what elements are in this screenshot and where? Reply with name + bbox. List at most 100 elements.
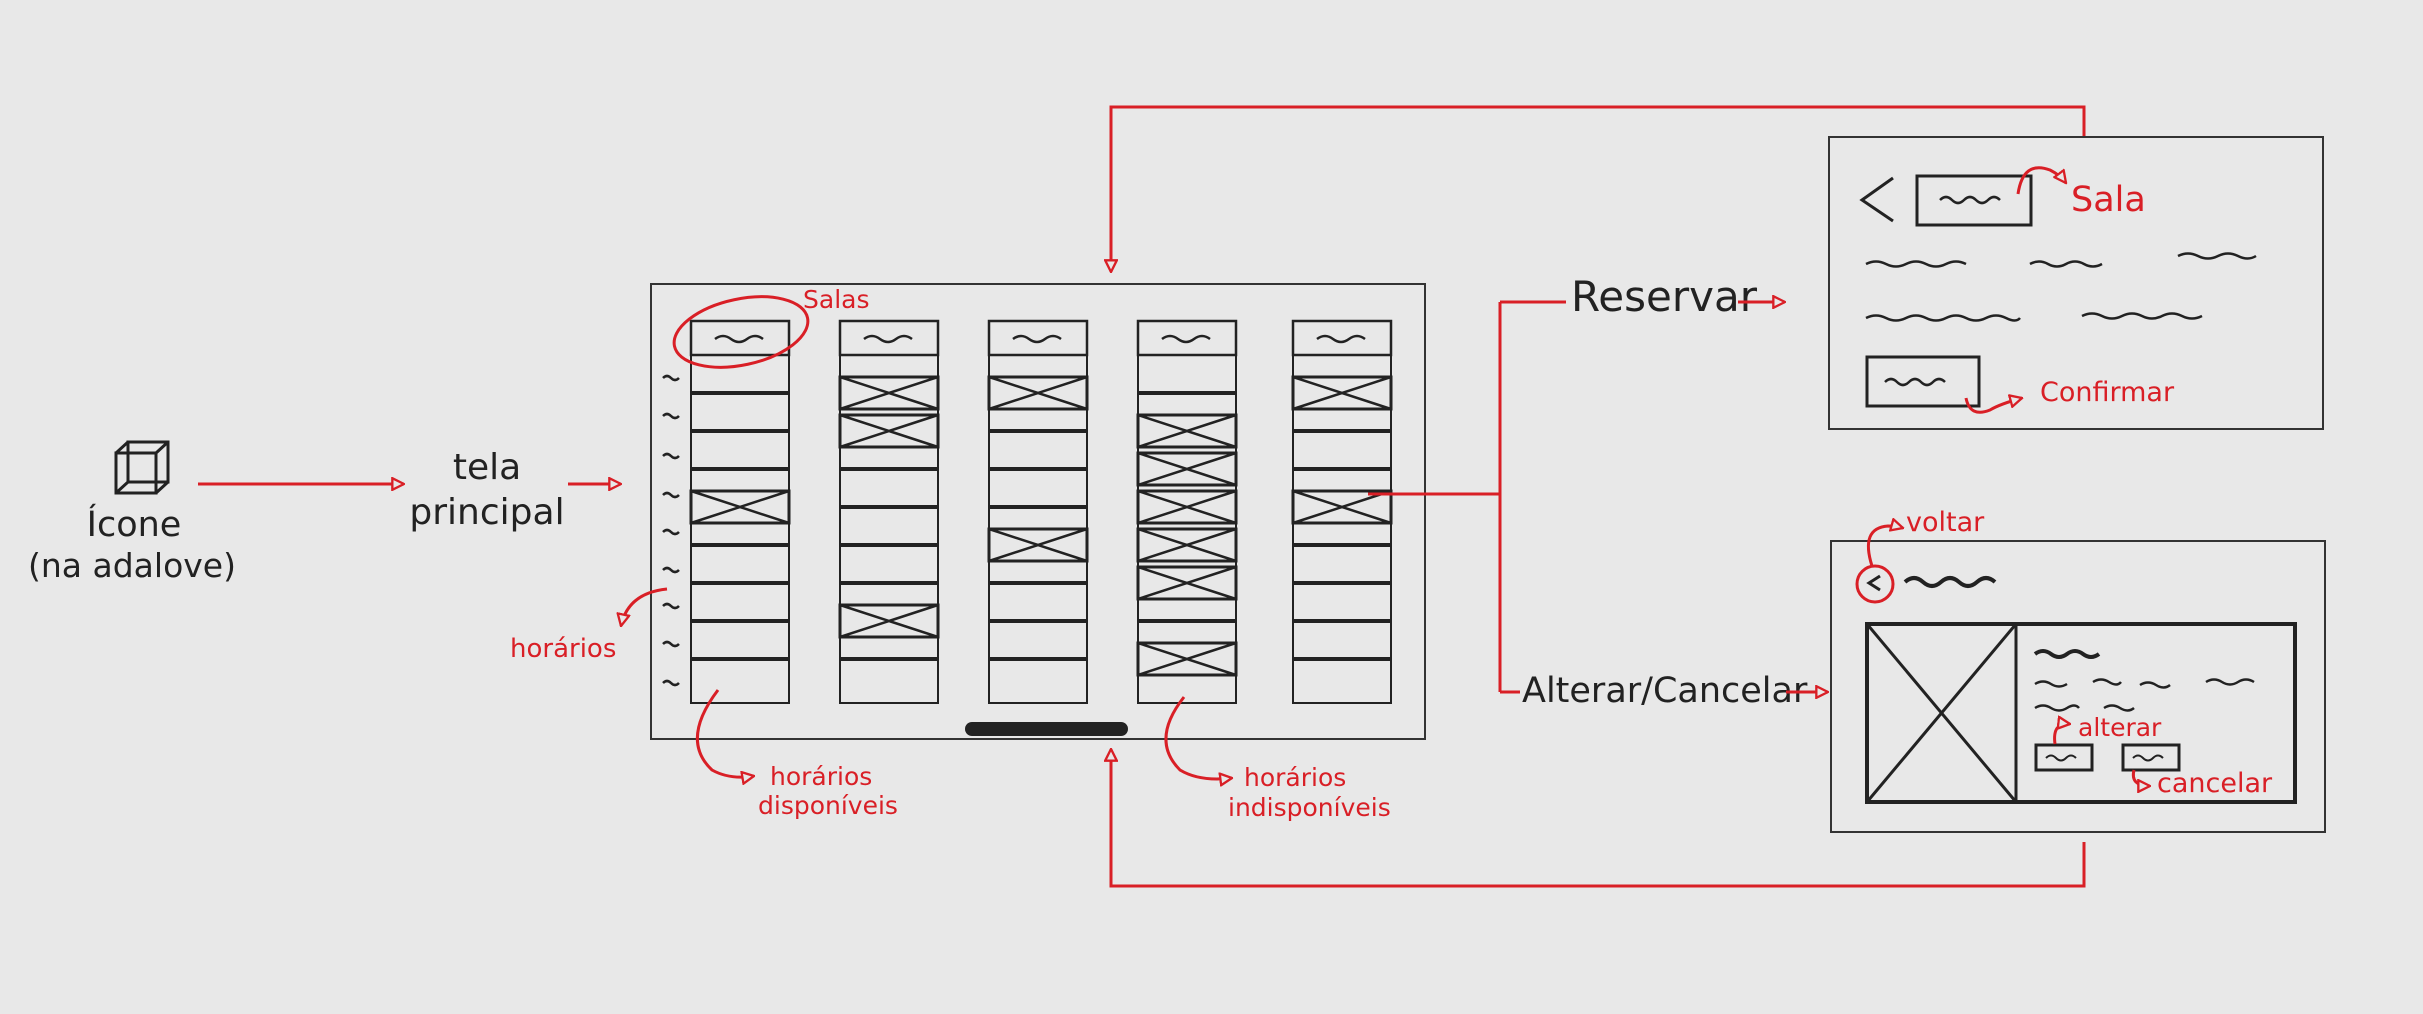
unavailable-slot-cross bbox=[988, 527, 1088, 563]
room-name-scribble bbox=[1161, 334, 1211, 344]
unavailable-slot bbox=[689, 489, 791, 525]
cancel-button[interactable] bbox=[2121, 743, 2181, 772]
hour-marker bbox=[662, 602, 680, 610]
reserve-detail-lines bbox=[1865, 252, 2257, 322]
unavailable-slot bbox=[1136, 451, 1238, 487]
main-screen-label-line1: tela bbox=[453, 447, 521, 488]
manage-title-scribble bbox=[1903, 576, 1997, 588]
unavailable-slot-cross bbox=[839, 603, 939, 639]
unavailable-slot bbox=[838, 375, 940, 411]
room-header[interactable] bbox=[838, 319, 940, 357]
hour-marker bbox=[662, 566, 680, 574]
unavailable-slot bbox=[1291, 375, 1393, 411]
room-header[interactable] bbox=[1291, 319, 1393, 357]
alter-note: alterar bbox=[2078, 713, 2162, 742]
room-column-body bbox=[690, 354, 790, 704]
hours-note: horários bbox=[510, 634, 616, 664]
room-column bbox=[1136, 319, 1238, 704]
unavailable-note-line1: horários bbox=[1244, 763, 1346, 792]
unavailable-slot-cross bbox=[1137, 413, 1237, 449]
room-header[interactable] bbox=[987, 319, 1089, 357]
room-name-scribble bbox=[863, 334, 913, 344]
room-header[interactable] bbox=[689, 319, 791, 357]
available-note-arrow bbox=[696, 689, 754, 777]
unavailable-note-line2: indisponíveis bbox=[1228, 793, 1391, 822]
return-arrow-top bbox=[1111, 105, 2086, 272]
available-note-line2: disponíveis bbox=[758, 791, 898, 820]
hour-markers bbox=[662, 374, 680, 687]
room-field-scribble bbox=[1939, 195, 2001, 205]
main-screen-frame bbox=[650, 283, 1426, 740]
unavailable-slot bbox=[987, 527, 1089, 563]
unavailable-slot-cross bbox=[1292, 489, 1392, 525]
room-column-body bbox=[839, 354, 939, 704]
reserve-action-label: Reservar bbox=[1571, 272, 1758, 321]
cancel-button-scribble bbox=[2132, 754, 2164, 762]
room-column bbox=[838, 319, 940, 704]
unavailable-slot bbox=[987, 375, 1089, 411]
reserve-screen-frame bbox=[1828, 136, 2324, 430]
unavailable-slot-cross bbox=[839, 413, 939, 449]
cancel-note-arrow bbox=[2131, 769, 2150, 786]
room-name-scribble bbox=[1316, 334, 1366, 344]
room-columns bbox=[689, 319, 1393, 704]
cube-icon bbox=[114, 440, 170, 495]
available-note-line1: horários bbox=[770, 762, 872, 791]
hour-marker bbox=[662, 412, 680, 420]
unavailable-slot bbox=[1136, 565, 1238, 601]
room-name-scribble bbox=[1012, 334, 1062, 344]
room-column bbox=[689, 319, 791, 704]
confirm-note: Confirmar bbox=[2040, 377, 2175, 408]
chevron-left-icon[interactable] bbox=[1859, 176, 1894, 223]
alter-cancel-action-label: Alterar/Cancelar bbox=[1522, 671, 1808, 711]
rooms-highlight-circle bbox=[672, 295, 810, 369]
confirm-button[interactable] bbox=[1865, 355, 1981, 408]
back-chevron-icon[interactable] bbox=[1866, 574, 1881, 592]
unavailable-slot-cross bbox=[988, 375, 1088, 411]
unavailable-slot bbox=[1136, 527, 1238, 563]
hour-marker bbox=[662, 452, 680, 460]
icon-sublabel: (na adalove) bbox=[28, 546, 236, 585]
unavailable-slot-cross bbox=[1292, 375, 1392, 411]
back-highlight-circle bbox=[1855, 564, 1895, 604]
branch-connector bbox=[1368, 302, 1502, 692]
unavailable-slot bbox=[838, 603, 940, 639]
return-arrow-bottom bbox=[1111, 749, 2086, 888]
manage-screen-frame bbox=[1830, 540, 2326, 833]
back-note: voltar bbox=[1906, 507, 1985, 538]
alter-note-arrow bbox=[2053, 724, 2070, 745]
unavailable-slot bbox=[1136, 413, 1238, 449]
main-screen-label-line2: principal bbox=[409, 492, 564, 533]
cancel-note: cancelar bbox=[2157, 768, 2273, 799]
scrollbar[interactable] bbox=[965, 722, 1128, 736]
room-column bbox=[987, 319, 1089, 704]
alter-button[interactable] bbox=[2034, 743, 2094, 772]
room-note: Sala bbox=[2071, 180, 2146, 220]
unavailable-slot bbox=[838, 413, 940, 449]
room-field[interactable] bbox=[1915, 174, 2033, 227]
unavailable-slot-cross bbox=[690, 489, 790, 525]
unavailable-slot-cross bbox=[839, 375, 939, 411]
confirm-note-arrow bbox=[1964, 398, 2022, 414]
hour-marker bbox=[662, 528, 680, 536]
rooms-note: Salas bbox=[803, 285, 869, 314]
room-column-body bbox=[1292, 354, 1392, 704]
hour-marker bbox=[662, 374, 680, 382]
unavailable-slot-cross bbox=[1137, 451, 1237, 487]
unavailable-note-arrow bbox=[1164, 696, 1232, 779]
alter-button-scribble bbox=[2045, 754, 2077, 762]
room-column bbox=[1291, 319, 1393, 704]
image-placeholder-icon bbox=[1865, 622, 2018, 804]
hours-note-arrow bbox=[621, 587, 668, 626]
unavailable-slot-cross bbox=[1137, 489, 1237, 525]
confirm-button-scribble bbox=[1884, 377, 1946, 387]
unavailable-slot bbox=[1136, 489, 1238, 525]
hour-marker bbox=[662, 679, 680, 687]
room-header[interactable] bbox=[1136, 319, 1238, 357]
room-note-arrow bbox=[2016, 166, 2066, 195]
unavailable-slot bbox=[1291, 489, 1393, 525]
hour-marker bbox=[662, 640, 680, 648]
back-note-arrow bbox=[1867, 526, 1903, 567]
icon-label: Ícone bbox=[87, 503, 182, 545]
unavailable-slot-cross bbox=[1137, 641, 1237, 677]
